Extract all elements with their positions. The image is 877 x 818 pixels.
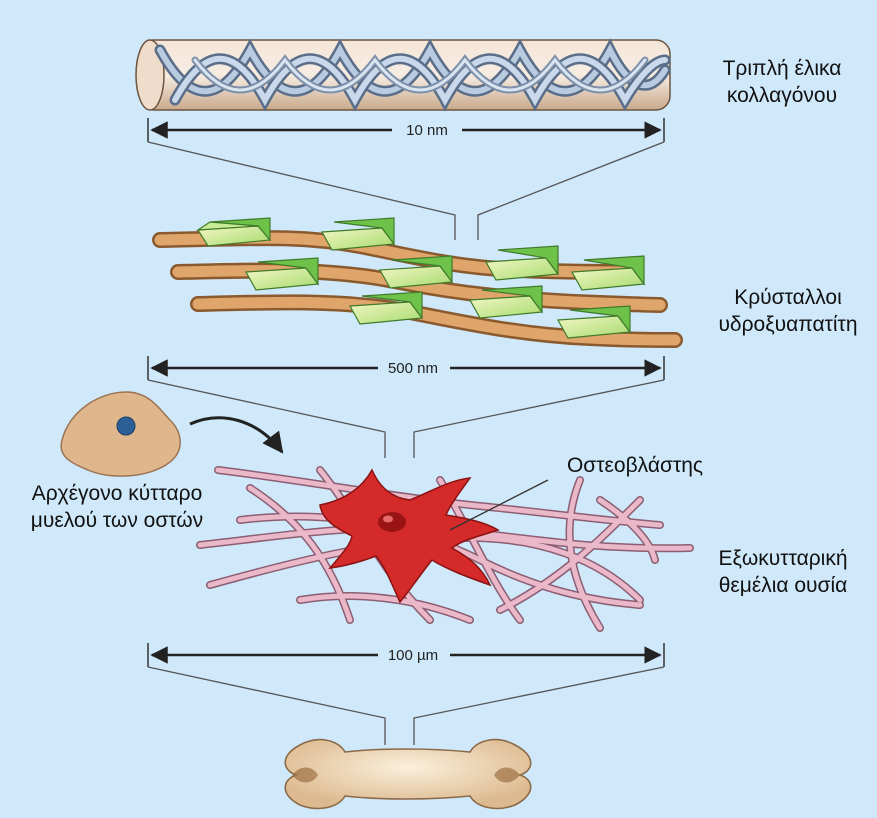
label-stem-cell-line2: μυελού των οστών: [2, 507, 232, 534]
label-matrix-line2: θεμέλια ουσία: [690, 572, 876, 599]
bone-icon: [285, 740, 530, 809]
label-osteoblast: Οστεοβλάστης: [540, 452, 730, 479]
crystal: [350, 292, 422, 324]
label-collagen-line2: κολλαγόνου: [688, 82, 876, 109]
zoom-connector-3: [148, 667, 664, 745]
crystal: [486, 246, 558, 280]
differentiation-arrow: [190, 418, 282, 452]
crystal: [380, 256, 452, 288]
label-osteoblast-text: Οστεοβλάστης: [540, 452, 730, 479]
label-extracellular-matrix: Εξωκυτταρική θεμέλια ουσία: [690, 545, 876, 599]
crystal: [322, 218, 394, 250]
label-bone-marrow-stem-cell: Αρχέγονο κύτταρο μυελού των οστών: [2, 480, 232, 534]
scale-label-fibrils: 500 nm: [388, 360, 438, 377]
label-collagen-triple-helix: Τριπλή έλικα κολλαγόνου: [688, 55, 876, 109]
label-collagen-line1: Τριπλή έλικα: [688, 55, 876, 82]
crystal: [572, 256, 644, 290]
label-crystals-line1: Κρύσταλλοι: [700, 284, 876, 311]
scale-label-helix: 10 nm: [406, 122, 448, 139]
label-matrix-line1: Εξωκυτταρική: [690, 545, 876, 572]
label-hydroxyapatite-crystals: Κρύσταλλοι υδροξυαπατίτη: [700, 284, 876, 338]
crystal: [558, 306, 630, 338]
scale-label-cells: 100 µm: [388, 647, 438, 664]
label-crystals-line2: υδροξυαπατίτη: [700, 311, 876, 338]
label-stem-cell-line1: Αρχέγονο κύτταρο: [2, 480, 232, 507]
collagen-helix-tube: [136, 40, 670, 110]
stem-cell: [61, 392, 180, 476]
